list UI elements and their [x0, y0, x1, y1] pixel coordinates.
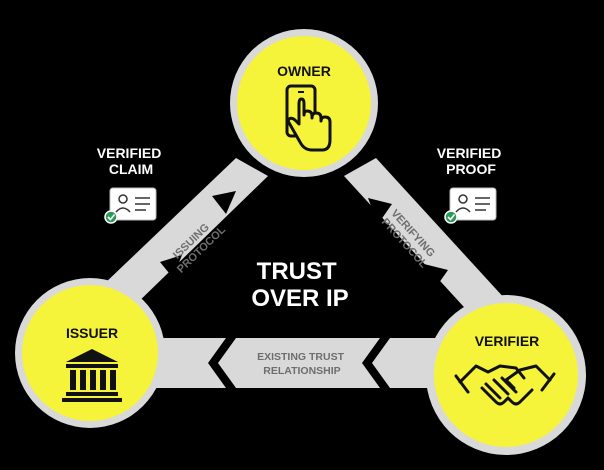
handshake-icon	[454, 364, 556, 406]
issuer-label: ISSUER	[66, 325, 118, 341]
band-issuing	[102, 158, 268, 309]
id-card-check-icon	[444, 187, 497, 224]
badge-verified-claim: VERIFIED CLAIM	[97, 145, 165, 224]
node-owner: OWNER	[230, 29, 378, 177]
verified-claim-label: VERIFIED CLAIM	[97, 145, 165, 177]
badge-verified-proof: VERIFIED PROOF	[437, 145, 505, 224]
smartphone-tap-icon	[285, 84, 332, 152]
institution-building-icon	[62, 349, 122, 402]
band-trust	[130, 338, 460, 388]
node-issuer: ISSUER	[15, 278, 165, 428]
id-card-check-icon	[104, 187, 157, 224]
existing-trust-label: EXISTING TRUST RELATIONSHIP	[257, 351, 347, 377]
verifier-label: VERIFIER	[475, 333, 540, 349]
node-verifier: VERIFIER	[426, 295, 586, 455]
band-verifying	[344, 158, 506, 318]
verified-proof-label: VERIFIED PROOF	[437, 145, 505, 177]
center-title: TRUST OVER IP	[251, 258, 348, 312]
owner-label: OWNER	[277, 63, 331, 79]
